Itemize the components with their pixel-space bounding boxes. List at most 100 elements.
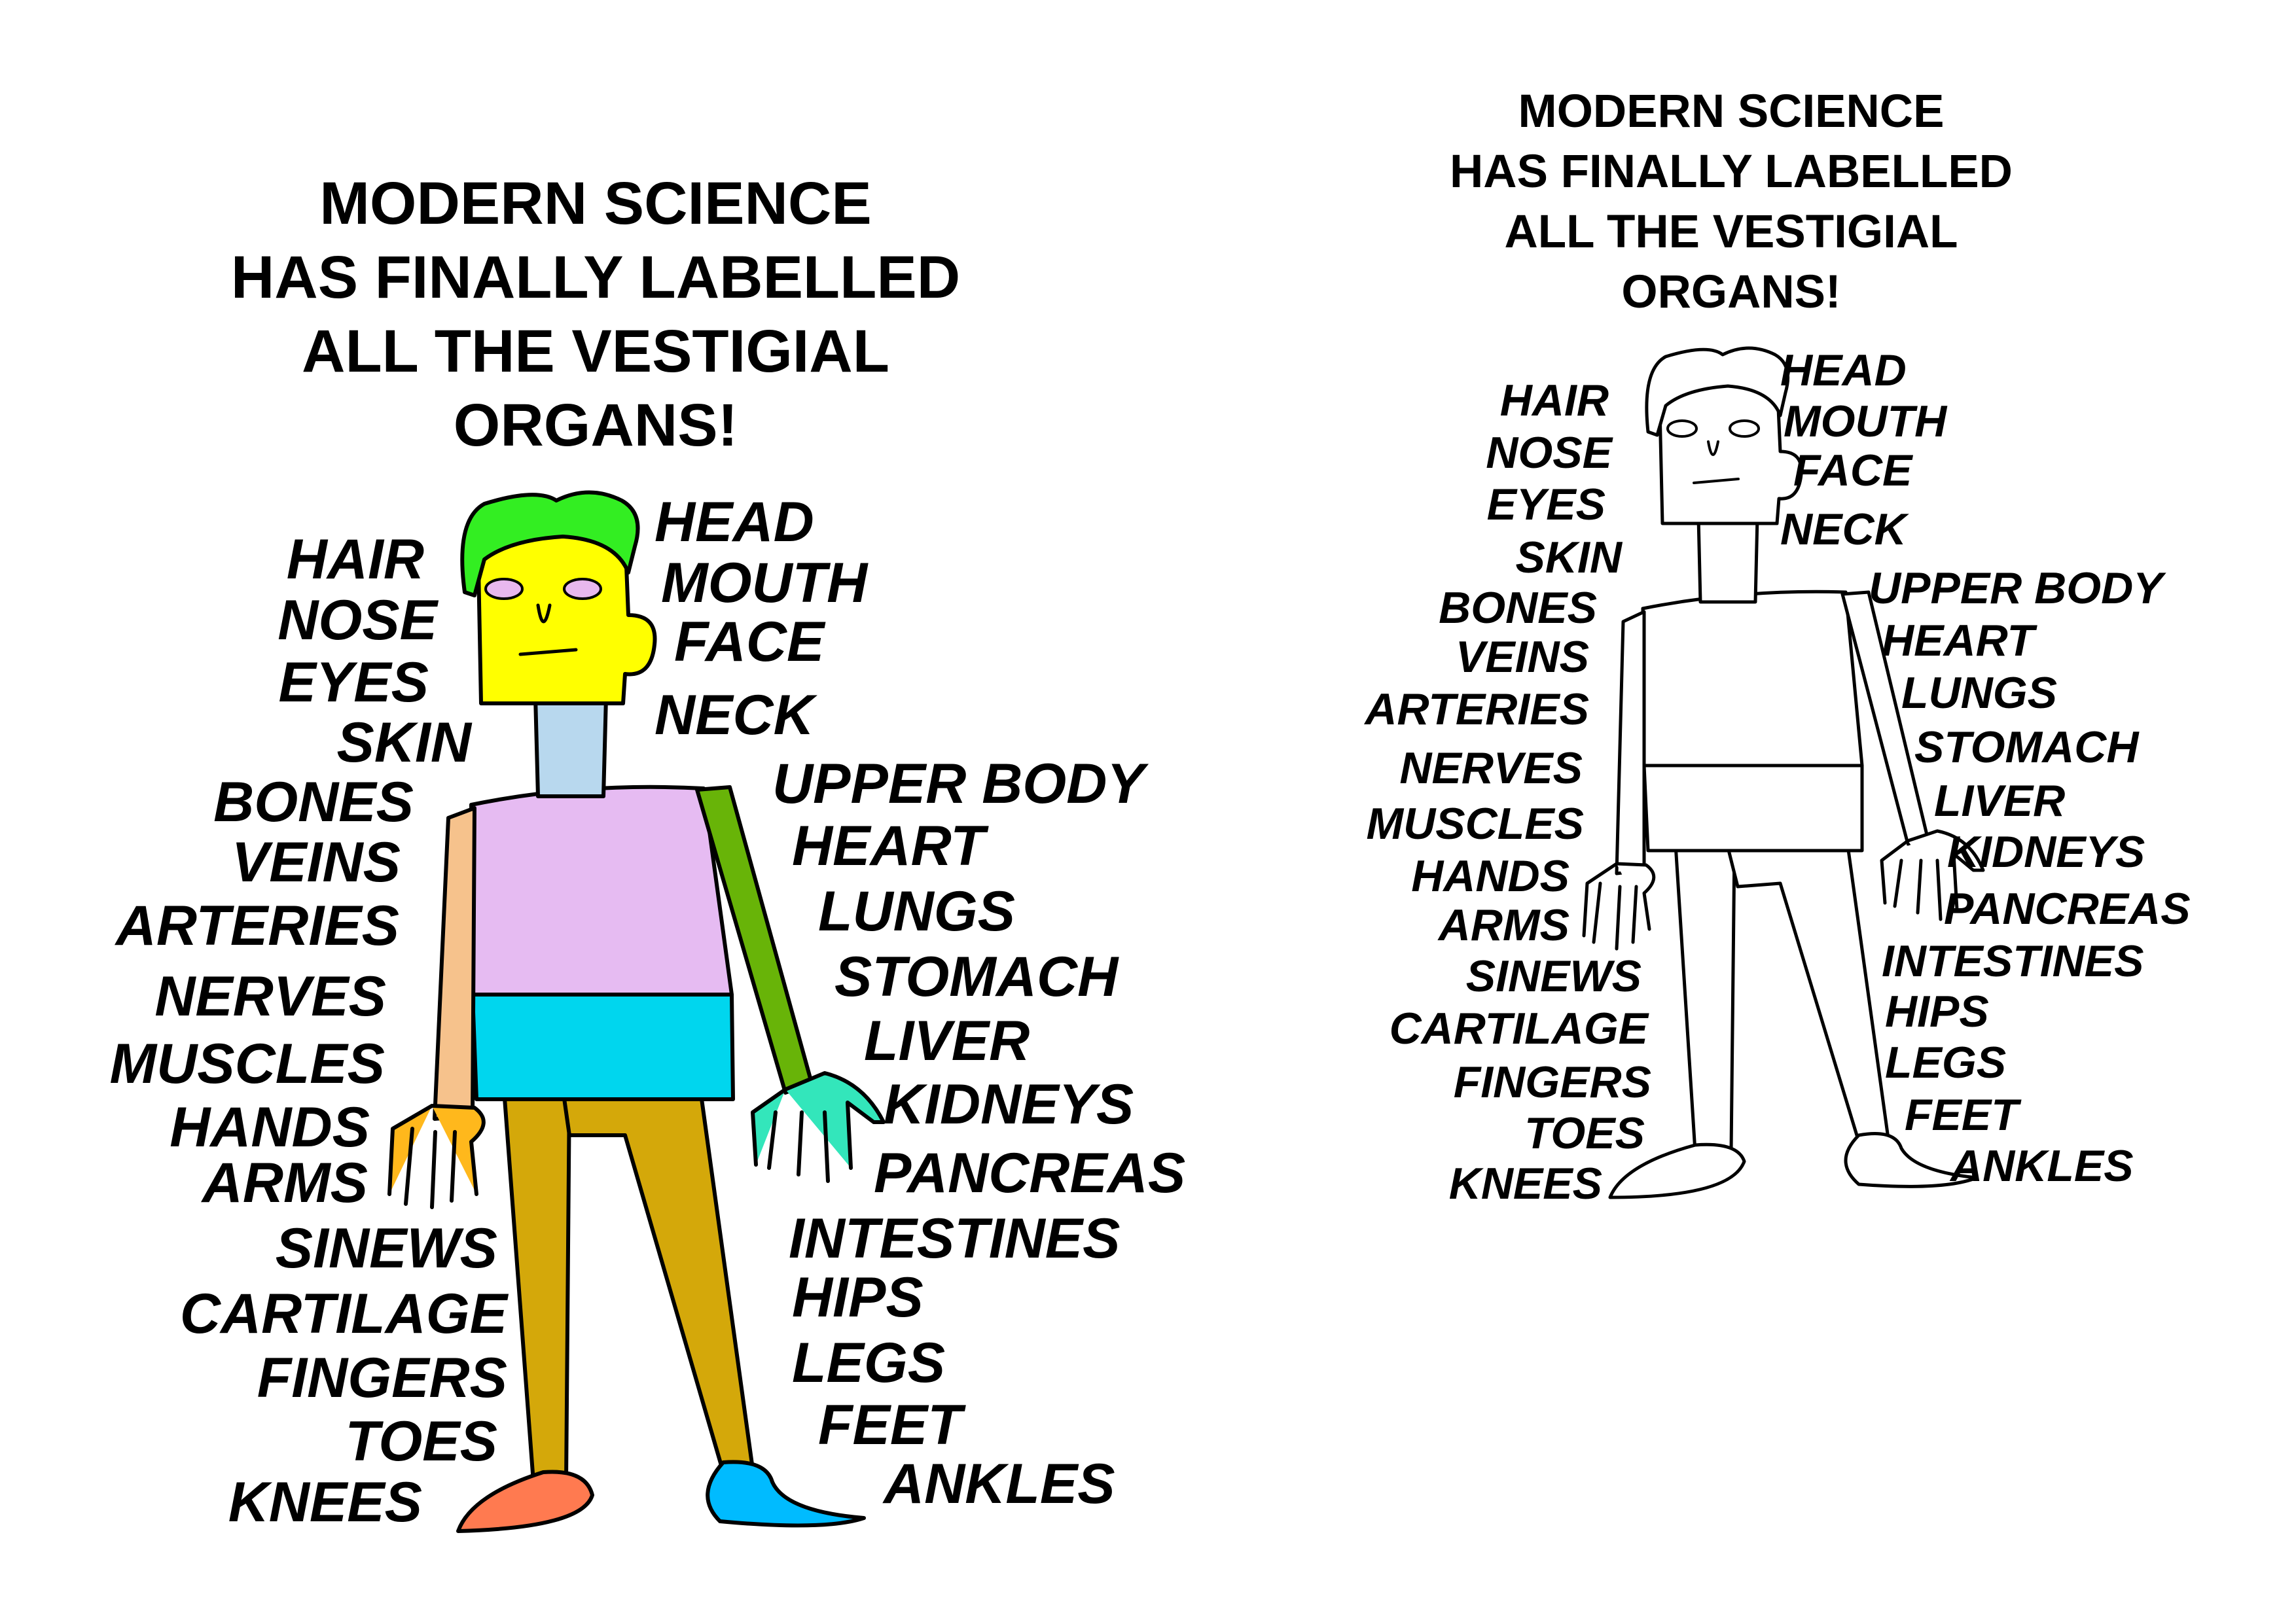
- waist: [471, 993, 735, 1101]
- title-line: ALL THE VESTIGIAL: [302, 318, 889, 385]
- left-hand: [1582, 862, 1656, 951]
- label-hips: HIPS: [792, 1266, 924, 1329]
- label-eyes: EYES: [1486, 480, 1605, 529]
- label-hands: HANDS: [1411, 851, 1570, 901]
- label-knees: KNEES: [1448, 1159, 1602, 1209]
- left-eye: [484, 578, 524, 600]
- label-neck: NECK: [1780, 504, 1907, 554]
- left-leg: [1674, 842, 1736, 1154]
- label-fingers: FINGERS: [1453, 1057, 1651, 1107]
- label-stomach: STOMACH: [834, 945, 1119, 1008]
- label-nerves: NERVES: [154, 965, 386, 1028]
- torso: [1641, 590, 1864, 768]
- title-line: MODERN SCIENCE: [319, 170, 872, 237]
- label-sinews: SINEWS: [1465, 951, 1641, 1001]
- label-ankles: ANKLES: [1950, 1141, 2134, 1191]
- label-liver: LIVER: [1934, 776, 2066, 826]
- label-hair: HAIR: [286, 528, 424, 591]
- label-face: FACE: [674, 610, 825, 673]
- left-leg: [502, 1087, 571, 1484]
- left-foot: [1608, 1142, 1746, 1199]
- label-arteries: ARTERIES: [115, 894, 399, 957]
- label-cartilage: CARTILAGE: [1389, 1004, 1648, 1053]
- label-legs: LEGS: [1885, 1038, 2007, 1087]
- label-hair: HAIR: [1499, 376, 1609, 425]
- colored-body-figure: [387, 490, 886, 1533]
- left-arm: [1615, 610, 1646, 875]
- label-hips: HIPS: [1885, 987, 1989, 1036]
- label-veins: VEINS: [231, 831, 401, 894]
- label-heart: HEART: [1882, 616, 2034, 665]
- label-veins: VEINS: [1455, 632, 1589, 682]
- waist: [1642, 764, 1864, 853]
- label-arms: ARMS: [202, 1152, 368, 1214]
- label-lungs: LUNGS: [818, 880, 1015, 943]
- label-sinews: SINEWS: [275, 1217, 497, 1280]
- nose-line: [536, 603, 552, 624]
- nose-line: [1707, 440, 1719, 456]
- left-eye: [1666, 419, 1698, 438]
- label-mouth: MOUTH: [661, 552, 868, 614]
- label-pancreas: PANCREAS: [874, 1142, 1186, 1205]
- head: [1657, 378, 1803, 525]
- left-arm: [433, 806, 476, 1121]
- label-nose: NOSE: [1486, 428, 1612, 478]
- label-feet: FEET: [818, 1394, 962, 1456]
- label-kidneys: KIDNEYS: [884, 1073, 1134, 1136]
- label-stomach: STOMACH: [1914, 722, 2139, 772]
- mouth-line: [1693, 478, 1740, 484]
- hair: [1645, 346, 1790, 437]
- label-intestines: INTESTINES: [789, 1207, 1121, 1270]
- right-hand: [751, 1071, 886, 1183]
- label-skin: SKIN: [336, 711, 471, 774]
- label-nerves: NERVES: [1399, 743, 1583, 793]
- neck: [1696, 515, 1759, 604]
- label-pancreas: PANCREAS: [1944, 884, 2191, 934]
- title-line: ORGANS!: [453, 392, 738, 459]
- label-knees: KNEES: [228, 1471, 422, 1534]
- outline-figure-panel: MODERN SCIENCE HAS FINALLY LABELLED ALL …: [1302, 0, 2296, 1624]
- label-muscles: MUSCLES: [1366, 799, 1584, 849]
- label-bones: BONES: [1439, 583, 1597, 633]
- panel-title: MODERN SCIENCE HAS FINALLY LABELLED ALL …: [131, 167, 1060, 463]
- title-line: HAS FINALLY LABELLED: [230, 244, 961, 311]
- label-legs: LEGS: [792, 1332, 946, 1394]
- neck: [533, 695, 608, 798]
- label-head: HEAD: [655, 491, 814, 554]
- label-lungs: LUNGS: [1901, 668, 2057, 718]
- panel-title: MODERN SCIENCE HAS FINALLY LABELLED ALL …: [1361, 82, 2101, 323]
- label-ankles: ANKLES: [884, 1453, 1115, 1515]
- title-line: ORGANS!: [1621, 266, 1841, 318]
- label-kidneys: KIDNEYS: [1947, 827, 2145, 877]
- right-leg: [561, 1087, 755, 1474]
- right-eye: [1729, 419, 1760, 438]
- label-nose: NOSE: [278, 589, 437, 652]
- head: [476, 531, 657, 705]
- label-arms: ARMS: [1438, 900, 1570, 950]
- label-toes: TOES: [345, 1410, 497, 1473]
- mouth-line: [518, 648, 578, 656]
- label-heart: HEART: [792, 815, 985, 877]
- label-hands: HANDS: [170, 1096, 370, 1159]
- label-bones: BONES: [213, 771, 414, 834]
- title-line: HAS FINALLY LABELLED: [1450, 146, 2013, 198]
- label-upper-body: UPPER BODY: [1869, 563, 2163, 613]
- colored-figure-panel: MODERN SCIENCE HAS FINALLY LABELLED ALL …: [110, 167, 1186, 1534]
- label-face: FACE: [1793, 446, 1912, 495]
- label-toes: TOES: [1524, 1108, 1645, 1158]
- right-foot: [1844, 1132, 1979, 1188]
- title-line: MODERN SCIENCE: [1518, 86, 1945, 137]
- label-cartilage: CARTILAGE: [179, 1282, 507, 1345]
- label-arteries: ARTERIES: [1365, 684, 1589, 734]
- label-neck: NECK: [655, 684, 814, 747]
- right-leg: [1726, 829, 1890, 1144]
- label-fingers: FINGERS: [257, 1347, 507, 1409]
- left-foot: [456, 1470, 594, 1533]
- hair: [460, 490, 640, 597]
- right-eye: [563, 578, 602, 600]
- label-upper-body: UPPER BODY: [772, 752, 1145, 815]
- label-eyes: EYES: [278, 651, 429, 714]
- right-foot: [706, 1460, 866, 1528]
- right-hand: [1880, 829, 1985, 921]
- label-mouth: MOUTH: [1784, 397, 1947, 446]
